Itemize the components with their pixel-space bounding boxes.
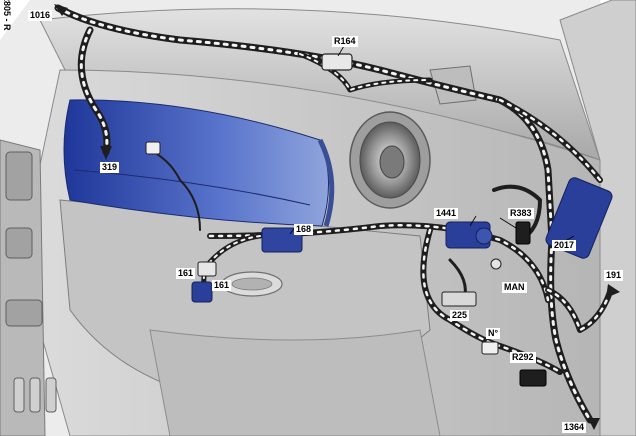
harness-191-branch xyxy=(545,287,613,333)
passenger-airbag-module xyxy=(63,99,329,227)
connector-airbag-small xyxy=(145,141,161,155)
figure-code: 2805 - R xyxy=(2,0,12,31)
label-1441: 1441 xyxy=(434,208,459,219)
connector-1441-ring xyxy=(475,227,493,245)
connector-2017 xyxy=(545,177,613,259)
label-225: 225 xyxy=(450,310,470,321)
console-switch-2 xyxy=(29,377,41,413)
arrow-1016 xyxy=(54,4,68,16)
console-panel-3 xyxy=(5,299,43,327)
label-r383: R383 xyxy=(508,208,534,219)
connector-161-upper xyxy=(197,261,217,277)
glovebox-handle-inner xyxy=(231,277,273,291)
ground-eyelet-man xyxy=(490,258,502,270)
connector-161 xyxy=(191,281,213,303)
arrow-319 xyxy=(100,146,112,160)
label-man: MAN xyxy=(502,282,527,293)
label-161-right: 161 xyxy=(212,280,232,291)
console-panel-2 xyxy=(5,227,33,259)
label-161-left: 161 xyxy=(176,268,196,279)
connector-r383 xyxy=(515,221,531,245)
console-switch-3 xyxy=(45,377,57,413)
lower-trim xyxy=(149,329,441,436)
label-2017: 2017 xyxy=(552,240,577,251)
connector-r292 xyxy=(519,369,547,387)
connector-225 xyxy=(441,291,477,307)
console-switch-1 xyxy=(13,377,25,413)
label-191: 191 xyxy=(604,270,624,281)
arrow-191 xyxy=(606,284,620,298)
connector-168 xyxy=(261,227,303,253)
label-168: 168 xyxy=(294,224,314,235)
right-pillar xyxy=(559,0,636,436)
airbag-lead-wire xyxy=(149,149,201,231)
label-r292: R292 xyxy=(510,352,536,363)
label-n-degree: N° xyxy=(486,328,501,339)
label-1016: 1016 xyxy=(28,10,53,21)
air-vent-centre xyxy=(379,145,405,179)
centre-console xyxy=(0,139,46,436)
label-r164: R164 xyxy=(332,36,358,47)
airbag-edge xyxy=(317,138,335,227)
arrow-1364 xyxy=(588,418,600,430)
connector-r164 xyxy=(321,53,353,71)
label-1364: 1364 xyxy=(562,422,587,433)
console-panel-1 xyxy=(5,151,33,201)
label-319: 319 xyxy=(100,162,120,173)
connector-n xyxy=(481,341,499,355)
